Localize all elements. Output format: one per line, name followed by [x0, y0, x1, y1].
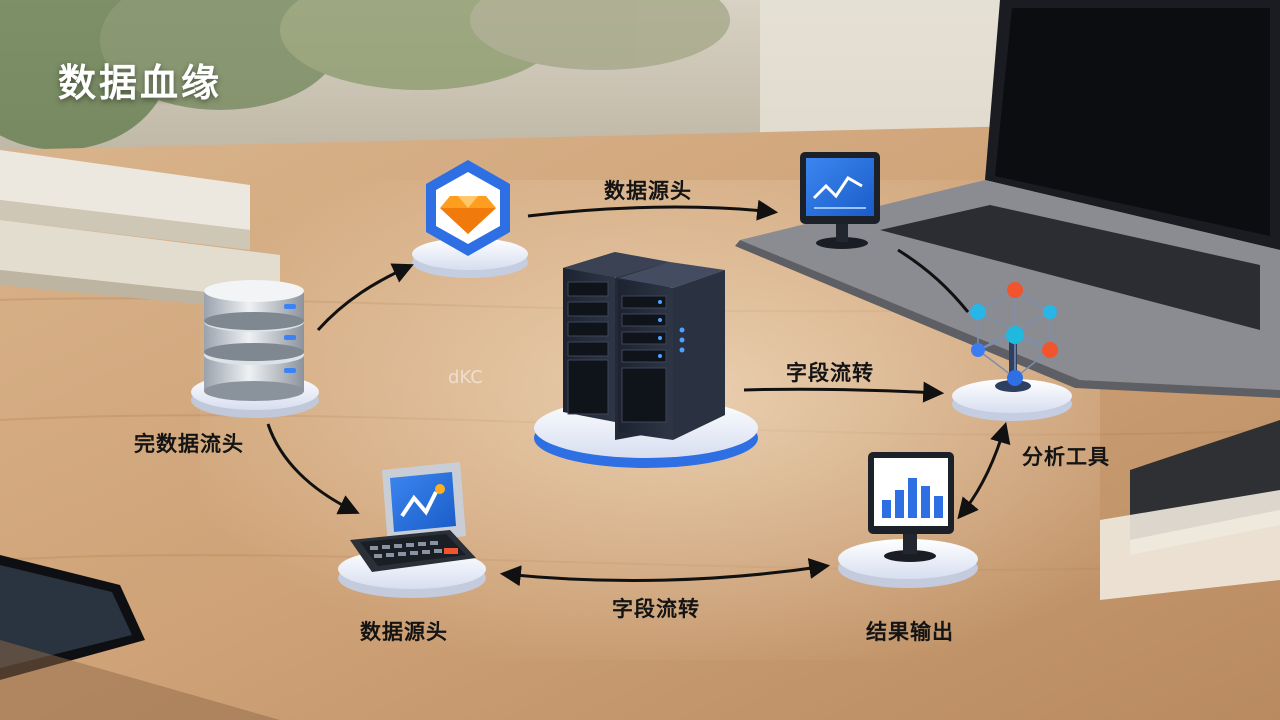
sketch-diamond-icon [426, 160, 510, 256]
arrow-network-barchart [957, 421, 1011, 520]
server-rack-icon [563, 252, 725, 440]
node-label-network: 分析工具 [1022, 445, 1110, 469]
arrow-db-to-computer [266, 423, 360, 515]
node-label-computer: 数据源头 [360, 620, 448, 644]
node-label-barchart: 结果输出 [866, 620, 954, 644]
arrow-db-to-sketch [316, 263, 414, 332]
phone [0, 555, 145, 680]
retro-computer-icon [350, 462, 476, 572]
arrow-sketch-to-monitor [527, 199, 779, 221]
arrow-monitor-to-network [897, 248, 970, 313]
desk-shade-bottom [0, 640, 280, 720]
node-label-source-db: 完数据流头 [134, 432, 244, 456]
laptop [735, 0, 1280, 398]
plant-blur [0, 0, 730, 150]
arrow-server-to-network [743, 381, 945, 403]
monitor-bar-chart-icon [868, 452, 954, 562]
monitor-chart-icon [800, 152, 880, 249]
network-graph-icon [970, 282, 1058, 392]
database-cylinder-icon [204, 280, 304, 401]
page-title: 数据血缘 [58, 61, 223, 105]
edge-label-top: 数据源头 [604, 179, 692, 203]
book-stack-right [1100, 420, 1280, 600]
window-light [760, 0, 1020, 150]
edge-label-bottom: 字段流转 [612, 597, 700, 621]
platform-network [952, 379, 1072, 421]
watermark: dKC [448, 367, 483, 388]
edge-label-middle: 字段流转 [786, 361, 874, 385]
arrow-computer-barchart [499, 558, 831, 587]
